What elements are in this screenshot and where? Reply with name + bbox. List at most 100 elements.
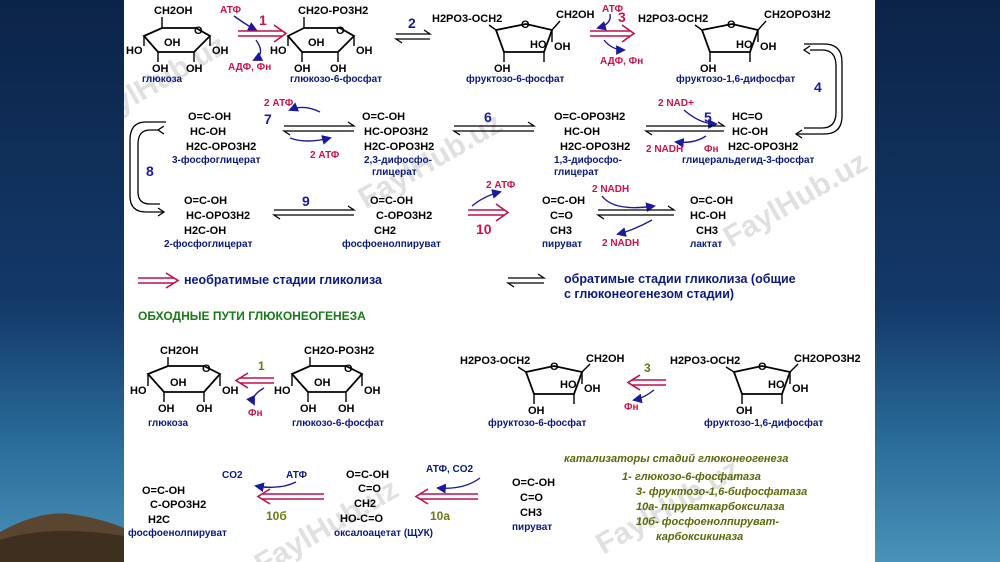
lactate-line: O=C-OH [690, 195, 733, 207]
svg-text:O: O [727, 19, 736, 31]
svg-text:O: O [202, 363, 211, 375]
pep-label: фосфоенолпируват [128, 527, 227, 539]
g6p-ho: HO [274, 385, 291, 397]
g6p-oh: OH [330, 63, 347, 75]
step-5-arrow: 2 NAD+ 5 2 NADH Фн [643, 98, 727, 155]
catalyst-item: 10а- пируваткарбоксилаза [636, 501, 785, 513]
pep-line: CH2 [374, 225, 396, 237]
step-7-arrow: 2 АТФ 7 2 АТФ [264, 98, 357, 161]
f6p-ho: HO [560, 379, 577, 391]
f16bp-ho: HO [768, 379, 785, 391]
oaa-label: оксалоацетат (ЩУК) [334, 528, 433, 539]
pg2-line: HC-OPO3H2 [186, 210, 250, 222]
f6p-left-group: H2PO3-OCH2 [432, 13, 502, 25]
f6p-oh: OH [528, 405, 545, 417]
g6p-phosphate-group: CH2O-PO3H2 [304, 345, 374, 357]
bypass-phosphoenolpyruvate-molecule: O=C-OH C-OPO3H2 H2C фосфоенолпируват [128, 485, 227, 539]
3-phosphoglycerate-molecule: O=C-OH HC-OH H2C-OPO3H2 3-фосфоглицерат [172, 111, 261, 166]
oaa-line: CH2 [354, 498, 376, 510]
g6p-phosphate-group: CH2O-PO3H2 [298, 5, 368, 17]
glucose-label: глюкоза [148, 418, 188, 429]
f6p-ho: HO [530, 39, 547, 51]
bypass-glucose-6-phosphate-molecule: CH2O-PO3H2 O OH OH OH HO OH глюкозо-6-фо… [274, 345, 384, 429]
g6p-label: глюкозо-6-фосфат [290, 73, 382, 85]
pyruvate-line: O=C-OH [512, 477, 555, 489]
pi-label: Фн [704, 144, 719, 155]
bypass-step-10b-arrow: CO2 АТФ 10б [222, 470, 324, 523]
f16bp-left-group: H2PO3-OCH2 [670, 355, 740, 367]
f16bp-label: фруктозо-1,6-дифосфат [704, 417, 823, 429]
fructose-1-6-bisphosphate-molecule: H2PO3-OCH2 CH2OPO3H2 O HO OH OH фруктозо… [638, 9, 831, 85]
g6p-oh: OH [294, 63, 311, 75]
pyruvate-line: O=C-OH [542, 195, 585, 207]
oaa-line: O=C-OH [346, 469, 389, 481]
fructose-6-phosphate-molecule: H2PO3-OCH2 CH2OH O HO OH OH фруктозо-6-ф… [432, 9, 595, 85]
legend-reversible-text: обратимые стадии гликолиза (общие [564, 272, 796, 286]
lactate-line: HC-OH [690, 210, 726, 222]
glucose-molecule: CH2OH O OH OH OH HO OH глюкоза [126, 5, 229, 85]
lactate-molecule: O=C-OH HC-OH CH3 лактат [690, 195, 733, 250]
step-10-arrow: 2 АТФ 10 [468, 180, 516, 237]
hill-silhouette [0, 513, 124, 562]
nadh-label: 2 NADH [592, 184, 629, 195]
nadh-label: 2 NADH [646, 144, 683, 155]
lactate-line: CH3 [696, 225, 718, 237]
svg-text:O: O [550, 361, 559, 373]
pep-line: C-OPO3H2 [376, 210, 432, 222]
adp-pi-label: АДФ, Фн [600, 56, 643, 67]
pyruvate-molecule: O=C-OH C=O CH3 пируват [542, 195, 585, 250]
catalysts-title: катализаторы стадий глюконеогенеза [564, 453, 788, 465]
pg3-line: H2C-OPO3H2 [186, 141, 256, 153]
step-number: 4 [814, 79, 822, 95]
glucose-oh: OH [164, 37, 181, 49]
ring-oxygen: O [194, 25, 203, 37]
step-1-arrow: АТФ 1 АДФ, Фн [220, 5, 288, 73]
pg2-label: 2-фосфоглицерат [164, 238, 253, 250]
f16bp-ho: HO [736, 39, 753, 51]
f6p-oh: OH [494, 63, 511, 75]
g6p-oh: OH [300, 403, 317, 415]
catalyst-item: карбоксикиназа [656, 531, 743, 543]
pyruvate-line: C=O [550, 210, 573, 222]
bpg23-line: H2C-OPO3H2 [364, 141, 434, 153]
step-3-arrow: АТФ 3 АДФ, Фн [590, 4, 643, 67]
pg3-line: HC-OH [190, 126, 226, 138]
step-number: 7 [264, 111, 272, 127]
pi-label: Фн [624, 402, 639, 413]
catalyst-item: 10б- фосфоенолпируват- [636, 516, 779, 528]
catalyst-item: 3- фруктозо-1,6-бифосфатаза [636, 486, 807, 498]
adp-pi-label: АДФ, Фн [228, 62, 271, 73]
lactate-label: лактат [690, 239, 722, 250]
f6p-left-group: H2PO3-OCH2 [460, 355, 530, 367]
bpg23-line: O=C-OH [362, 111, 405, 123]
glucose-oh: OH [158, 403, 175, 415]
glycolysis-gluconeogenesis-diagram: FaylHub.uz FaylHub.uz FaylHub.uz FaylHub… [124, 4, 873, 562]
pi-label: Фн [248, 408, 263, 419]
svg-text:O: O [521, 19, 530, 31]
pep-label: фосфоенолпируват [342, 238, 441, 250]
bypass-step-1-arrow: 1 Фн [234, 359, 274, 419]
glucose-oh: OH [170, 377, 187, 389]
f6p-label: фруктозо-6-фосфат [466, 73, 565, 85]
step-2-arrow: 2 [393, 15, 433, 44]
f16bp-oh: OH [736, 405, 753, 417]
f16bp-oh: OH [700, 63, 717, 75]
glucose-label: глюкоза [142, 74, 182, 85]
pep-line: H2C [148, 514, 170, 526]
step-9-arrow: 9 [271, 193, 357, 220]
step-number: 10 [476, 221, 492, 237]
f6p-right-group: CH2OH [586, 353, 625, 365]
atp-label: 2 АТФ [486, 180, 516, 191]
f6p-oh: OH [554, 41, 571, 53]
f16bp-right-group: CH2OPO3H2 [794, 353, 861, 365]
glucose-oh: OH [222, 385, 239, 397]
atp-co2-label: АТФ, CO2 [426, 464, 474, 475]
bypass-step-10a-arrow: АТФ, CO2 10а [414, 464, 481, 523]
glucose-6-phosphate-molecule: CH2O-PO3H2 O OH OH OH HO OH глюкозо-6-фо… [270, 5, 382, 85]
pg3-label: 3-фосфоглицерат [172, 154, 261, 166]
svg-text:O: O [336, 25, 345, 37]
g6p-oh: OH [364, 385, 381, 397]
2-3-bisphosphoglycerate-molecule: O=C-OH HC-OPO3H2 H2C-OPO3H2 2,3-дифосфо-… [362, 111, 434, 178]
gap-label: глицеральдегид-3-фосфат [682, 154, 815, 166]
glucose-oh: OH [196, 403, 213, 415]
